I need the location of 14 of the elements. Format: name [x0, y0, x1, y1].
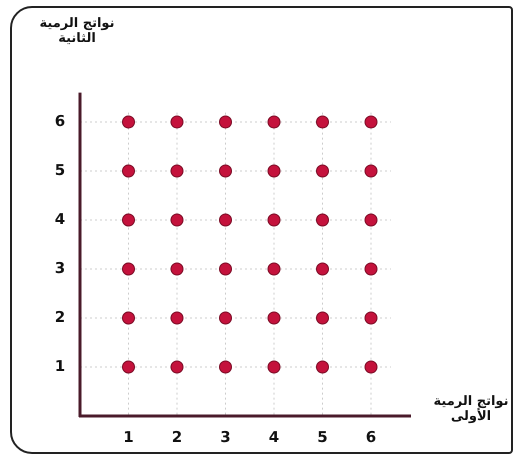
tick-label: 4 — [268, 428, 280, 446]
axis-title: نواتج الرمية الثانية — [38, 16, 116, 46]
tick-label: 2 — [170, 428, 184, 446]
tick-label: 3 — [219, 428, 232, 446]
tick-label: 5 — [54, 161, 66, 179]
tick-label: 2 — [54, 308, 66, 326]
axis-title: نواتج الرمية الأولى — [432, 394, 510, 424]
tick-label: 5 — [316, 428, 329, 446]
tick-label: 1 — [122, 428, 135, 446]
tick-label: 6 — [364, 428, 378, 446]
tick-label: 3 — [54, 259, 66, 277]
tick-label: 6 — [54, 112, 66, 130]
tick-label: 1 — [54, 357, 66, 375]
tick-label: 4 — [54, 210, 66, 228]
